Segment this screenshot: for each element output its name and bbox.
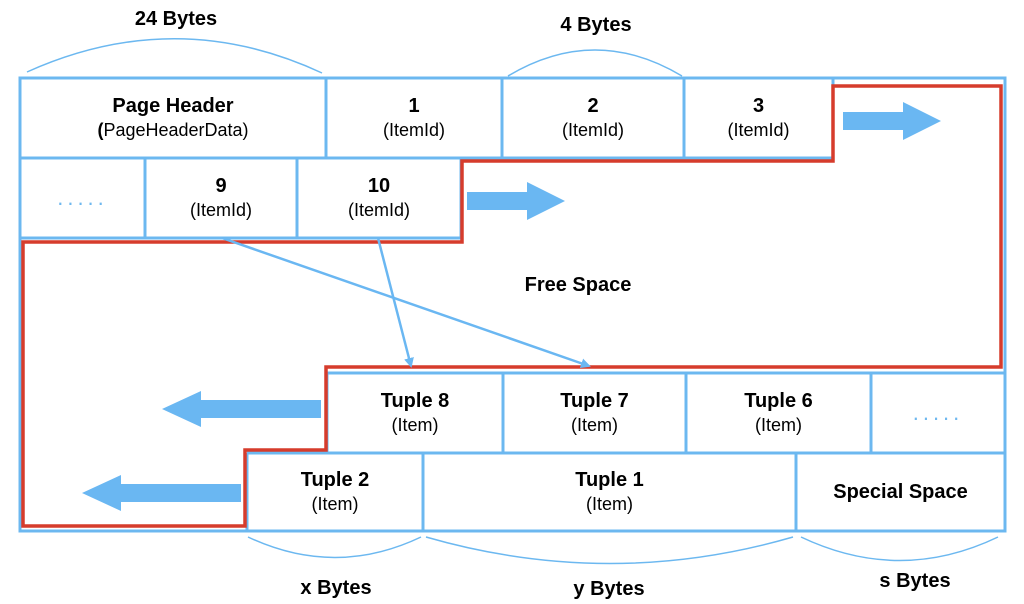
page-outline — [18, 76, 1007, 533]
tuple-name: Tuple 6 — [744, 390, 813, 413]
itemid-growth-arrow-2 — [467, 182, 565, 220]
itemid-label: (ItemId) — [727, 120, 790, 141]
tuple-name: Tuple 1 — [575, 469, 644, 492]
brace-itemid — [507, 49, 683, 77]
tuple-growth-arrow-2 — [82, 475, 241, 511]
itemid-number: 3 — [752, 95, 765, 118]
size-label-x: x Bytes — [300, 577, 372, 599]
tuple-cell-1: Tuple 1 (Item) — [423, 453, 796, 531]
tuple-cell-8: Tuple 8 (Item) — [327, 373, 503, 453]
brace-x — [247, 536, 422, 559]
brace-header — [26, 38, 323, 74]
itemid-ellipsis-cell: ..... — [20, 158, 145, 238]
itemid-cell-9: 9 (ItemId) — [145, 158, 297, 238]
size-label-itemid: 4 Bytes — [560, 14, 632, 36]
itemid-number: 1 — [408, 95, 420, 118]
ellipsis: ..... — [912, 399, 964, 425]
tuple-label: (Item) — [391, 415, 439, 436]
row3-grid — [247, 371, 1005, 455]
itemid-label: (ItemId) — [382, 120, 445, 141]
special-space-label: Special Space — [833, 481, 968, 503]
tuple-growth-arrow-1 — [162, 391, 321, 427]
page-header-cell: Page Header (PageHeaderData) — [20, 78, 326, 158]
tuple-label: (Item) — [311, 494, 359, 515]
itemid-number: 10 — [367, 175, 391, 198]
pointer-line-10-to-tuple8 — [376, 237, 414, 368]
itemid-label: (ItemId) — [189, 200, 252, 221]
tuple-name: Tuple 8 — [380, 390, 450, 413]
tuple-cell-2: Tuple 2 (Item) — [247, 453, 423, 531]
tuple-ellipsis-cell: ..... — [871, 373, 1005, 453]
tuple-label: (Item) — [586, 494, 633, 515]
tuple-name: Tuple 7 — [560, 390, 629, 413]
tuple-cell-6: Tuple 6 (Item) — [686, 373, 871, 453]
itemid-cell-10: 10 (ItemId) — [297, 158, 461, 238]
itemid-label: (ItemId) — [561, 120, 624, 141]
row4-grid — [245, 453, 798, 531]
size-label-header: 24 Bytes — [134, 8, 218, 30]
page-header-title: Page Header — [112, 95, 234, 118]
tuple-name: Tuple 2 — [300, 469, 370, 492]
page-header-subtitle: (PageHeaderData) — [97, 120, 249, 141]
special-space-cell: Special Space — [796, 453, 1005, 531]
size-label-s: s Bytes — [879, 570, 951, 592]
brace-s — [800, 536, 999, 562]
brace-y — [425, 536, 794, 565]
itemid-number: 2 — [587, 95, 599, 118]
free-space-label: Free Space — [524, 274, 632, 296]
ellipsis: ..... — [57, 184, 108, 210]
tuple-label: (Item) — [571, 415, 618, 436]
free-space-outline — [21, 84, 1003, 528]
pointer-line-9-to-tuple7 — [221, 236, 591, 369]
size-label-y: y Bytes — [573, 578, 645, 600]
tuple-cell-7: Tuple 7 (Item) — [503, 373, 686, 453]
itemid-cell-2: 2 (ItemId) — [502, 78, 684, 158]
itemid-cell-3: 3 (ItemId) — [684, 78, 833, 158]
tuple-label: (Item) — [755, 415, 802, 436]
itemid-label: (ItemId) — [347, 200, 410, 221]
itemid-cell-1: 1 (ItemId) — [326, 78, 502, 158]
itemid-growth-arrow-1 — [843, 102, 941, 140]
itemid-number: 9 — [215, 175, 227, 198]
